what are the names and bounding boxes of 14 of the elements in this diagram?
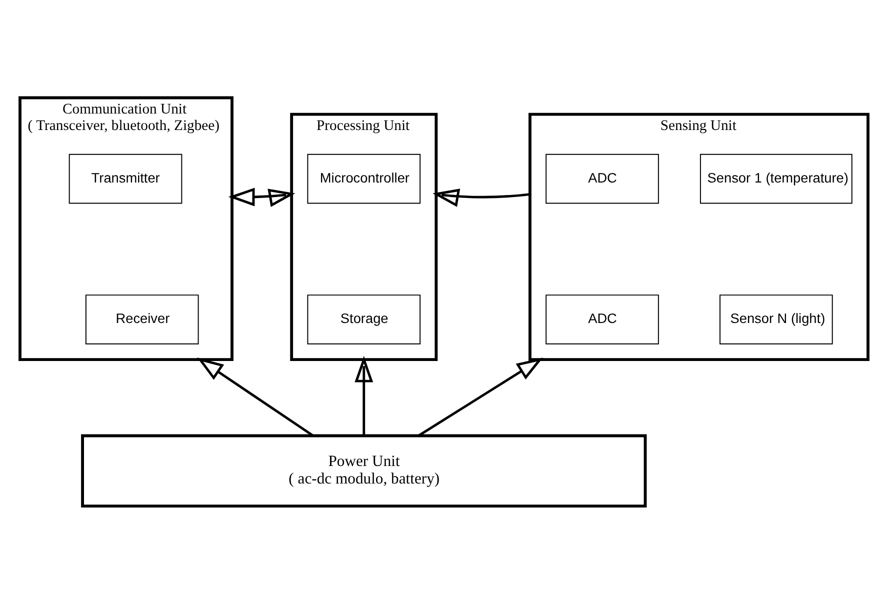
- arrow: [418, 358, 544, 437]
- node-box: Storage: [307, 294, 421, 344]
- arrow: [354, 356, 374, 436]
- node-box: Transmitter: [68, 154, 182, 204]
- node-box: ADC: [546, 294, 659, 344]
- node-box: Sensor 1 (temperature): [700, 154, 852, 204]
- node-box: Microcontroller: [307, 154, 421, 204]
- arrow: [228, 188, 296, 207]
- node-box: ADC: [546, 154, 659, 204]
- arrow: [432, 188, 530, 207]
- arrow: [197, 357, 314, 437]
- node-box: Power Unit ( ac-dc modulo, battery): [81, 434, 647, 508]
- node-box: Receiver: [85, 294, 199, 344]
- node-box: Sensor N (light): [720, 294, 833, 344]
